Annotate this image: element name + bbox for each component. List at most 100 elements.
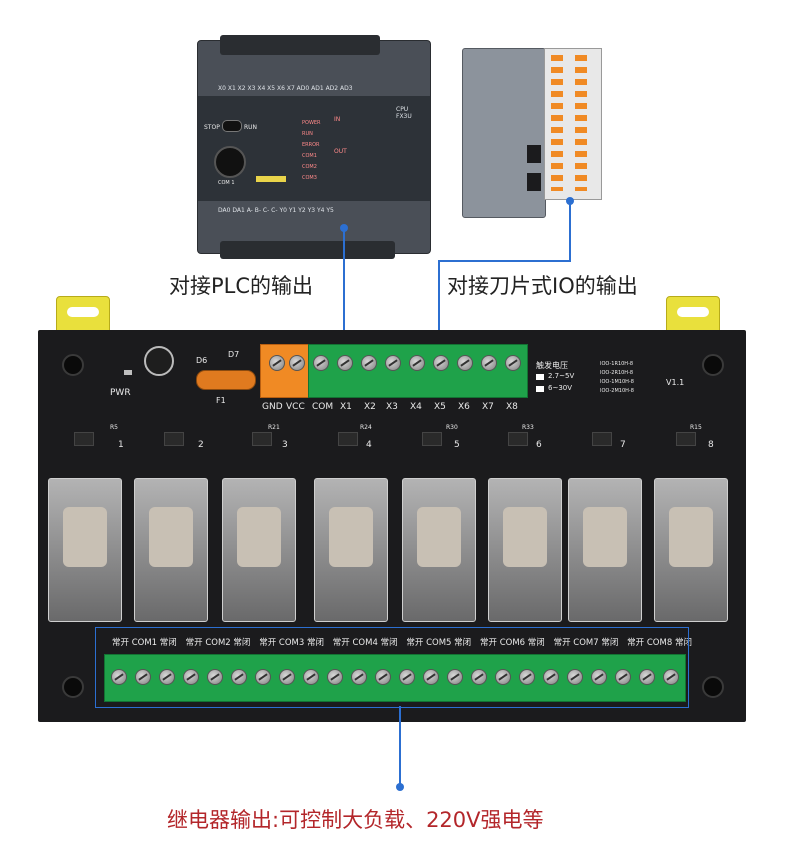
trigger-option-2: 6~30V: [548, 384, 573, 392]
plc-bottom-terminal-strip: [220, 241, 395, 259]
plc-stop-label: STOP: [204, 124, 220, 131]
input-label-x8: X8: [506, 402, 518, 412]
plc-run-label: RUN: [244, 124, 258, 131]
relay-2: [134, 478, 208, 622]
blade-io-output-caption: 对接刀片式IO的输出: [447, 274, 638, 298]
optocoupler-6: [508, 432, 528, 446]
input-label-x3: X3: [386, 402, 398, 412]
d7-label: D7: [228, 350, 240, 359]
relay-4: [314, 478, 388, 622]
io-callout-line-vertical: [569, 200, 571, 262]
input-label-x2: X2: [364, 402, 376, 412]
d6-label: D6: [196, 356, 208, 365]
optocoupler-8: [676, 432, 696, 446]
input-label-x7: X7: [482, 402, 494, 412]
input-label-x1: X1: [340, 402, 352, 412]
plc-bottom-terminals: DA0 DA1 A- B- C- C- Y0 Y1 Y2 Y3 Y4 Y5: [218, 207, 334, 214]
plc-model-label: CPU FX3U: [396, 106, 412, 120]
blade-io-terminal-block: [544, 48, 602, 200]
plc-front-panel: STOP RUN COM 1 POWER RUN ERROR COM1 COM2…: [198, 96, 430, 201]
optocoupler-1: [74, 432, 94, 446]
output-label-group-3: 常开 COM3 常闭: [259, 638, 324, 648]
input-label-x4: X4: [410, 402, 422, 412]
output-terminal-highlight: [95, 627, 689, 708]
relay-7: [568, 478, 642, 622]
resistor-label-r5: R5: [110, 424, 118, 431]
trigger-option-box-2: [536, 386, 544, 392]
io-callout-line-down: [438, 260, 440, 356]
signal-input-terminal: [308, 344, 528, 398]
power-input-terminal: [260, 344, 310, 398]
plc-voltage-tag: [256, 176, 286, 182]
relay-1: [48, 478, 122, 622]
resistor-label-r30: R30: [446, 424, 458, 431]
relay-3: [222, 478, 296, 622]
relay-output-caption: 继电器输出:可控制大负载、220V强电等: [167, 808, 544, 832]
output-label-group-5: 常开 COM5 常闭: [406, 638, 472, 648]
trigger-option-1: 2.7~5V: [548, 372, 575, 380]
channel-number-6: 6: [536, 440, 542, 450]
channel-number-2: 2: [198, 440, 204, 450]
output-label-group-2: 常开 COM2 常闭: [185, 638, 251, 648]
f1-label: F1: [216, 396, 226, 405]
blade-io-module-image: [462, 48, 546, 218]
version-label: V1.1: [666, 378, 685, 387]
input-label-com: COM: [312, 402, 334, 412]
io-callout-line-horizontal: [438, 260, 571, 262]
channel-number-8: 8: [708, 440, 714, 450]
optocoupler-4: [338, 432, 358, 446]
plc-unit-image: X0 X1 X2 X3 X4 X5 X6 X7 AD0 AD1 AD2 AD3 …: [197, 35, 431, 259]
relay-board: PWR D6 D7 F1 GND VCC COM X1 X2 X3 X4 X5 …: [38, 330, 746, 722]
pwr-led: [124, 370, 132, 375]
output-label-group-6: 常开 COM6 常闭: [479, 638, 545, 648]
fuse: [196, 370, 256, 390]
relay-8: [654, 478, 728, 622]
resistor-label-r21: R21: [268, 424, 280, 431]
relay-output-terminal: [104, 654, 686, 702]
trigger-voltage-title: 触发电压: [536, 361, 568, 370]
optocoupler-3: [252, 432, 272, 446]
channel-number-4: 4: [366, 440, 372, 450]
model-list: IOO-1R10H-8 IOO-2R10H-8 IOO-1M10H-8 IOO-…: [600, 361, 634, 394]
plc-callout-line: [343, 228, 345, 356]
resistor-label-r24: R24: [360, 424, 372, 431]
input-label-gnd: GND: [262, 402, 283, 412]
channel-number-1: 1: [118, 440, 124, 450]
io-port-2: [527, 173, 541, 191]
plc-output-caption: 对接PLC的输出: [169, 274, 314, 298]
relay-5: [402, 478, 476, 622]
plc-run-switch: [222, 120, 242, 132]
input-label-vcc: VCC: [286, 402, 305, 412]
plc-in-label: IN: [334, 116, 341, 123]
plc-indicator-labels: POWER RUN ERROR COM1 COM2 COM3: [302, 120, 321, 181]
mount-hole-bl: [62, 676, 84, 698]
io-port-1: [527, 145, 541, 163]
plc-top-terminals: X0 X1 X2 X3 X4 X5 X6 X7 AD0 AD1 AD2 AD3: [218, 85, 353, 92]
optocoupler-7: [592, 432, 612, 446]
mount-hole-tl: [62, 354, 84, 376]
plc-out-label: OUT: [334, 148, 347, 155]
mount-hole-tr: [702, 354, 724, 376]
plc-com-port: [214, 146, 246, 178]
input-label-x5: X5: [434, 402, 446, 412]
channel-number-3: 3: [282, 440, 288, 450]
channel-number-7: 7: [620, 440, 626, 450]
mount-hole-br: [702, 676, 724, 698]
relay-output-callout-line: [399, 706, 401, 786]
output-label-row: 常开 COM1 常闭 常开 COM2 常闭 常开 COM3 常闭 常开 COM4…: [112, 636, 692, 648]
optocoupler-2: [164, 432, 184, 446]
channel-number-5: 5: [454, 440, 460, 450]
optocoupler-5: [422, 432, 442, 446]
resistor-label-r15: R15: [690, 424, 702, 431]
output-label-group-8: 常开 COM8 常闭: [627, 638, 692, 648]
plc-port-label: COM 1: [218, 180, 235, 186]
pwr-label: PWR: [110, 388, 131, 398]
output-label-group-4: 常开 COM4 常闭: [332, 638, 398, 648]
output-screw-row: [111, 669, 679, 685]
trigger-option-box-1: [536, 374, 544, 380]
output-label-group-7: 常开 COM7 常闭: [553, 638, 619, 648]
relay-6: [488, 478, 562, 622]
relay-output-callout-dot: [396, 783, 404, 791]
capacitor: [144, 346, 174, 376]
output-label-group-1: 常开 COM1 常闭: [112, 638, 177, 648]
